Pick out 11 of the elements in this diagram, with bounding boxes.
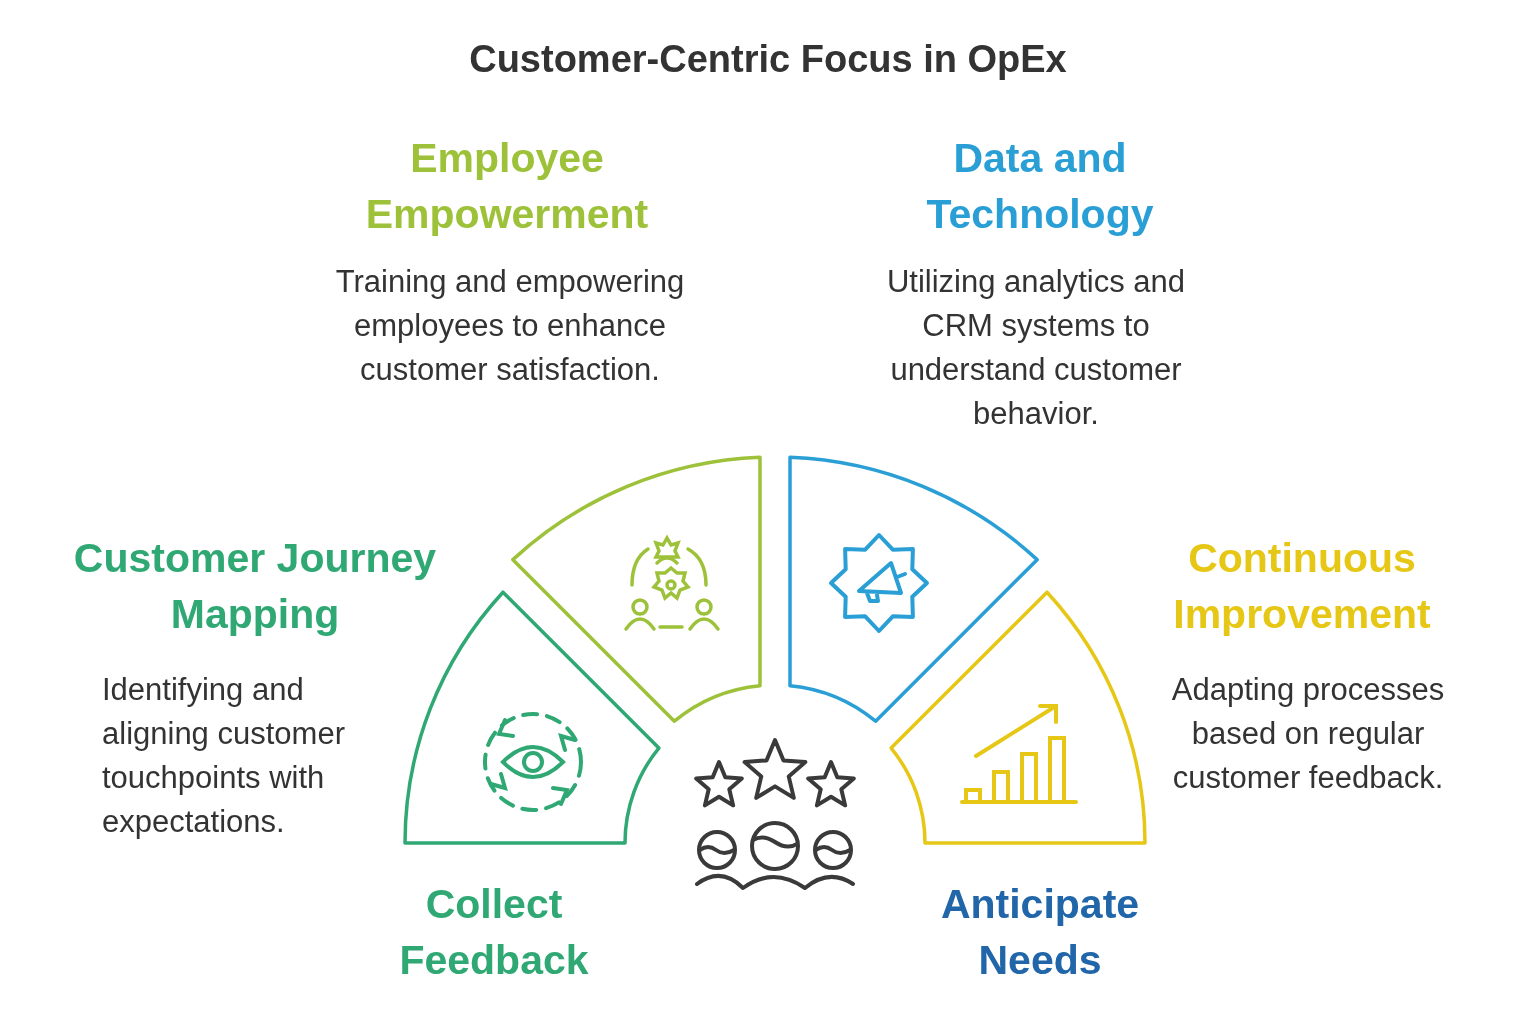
section-description: Utilizing analytics and CRM systems to understand customer behavior. bbox=[885, 263, 1187, 433]
section-heading: Collect Feedback bbox=[398, 880, 590, 985]
section-heading: Data and Technology bbox=[925, 134, 1155, 239]
section-description: Adapting processes based on regular customer feedback. bbox=[1170, 671, 1446, 797]
section-heading: Employee Empowerment bbox=[364, 134, 650, 239]
section-heading: Customer Journey Mapping bbox=[72, 534, 438, 639]
diagram-title: Customer-Centric Focus in OpEx bbox=[468, 38, 1068, 81]
section-heading: Continuous Improvement bbox=[1172, 534, 1432, 639]
section-heading: Anticipate Needs bbox=[939, 880, 1141, 985]
section-description: Identifying and aligning customer touchpoints with expectations. bbox=[102, 671, 346, 841]
section-description: Training and empowering employees to enhance customer satisfaction. bbox=[334, 263, 686, 389]
